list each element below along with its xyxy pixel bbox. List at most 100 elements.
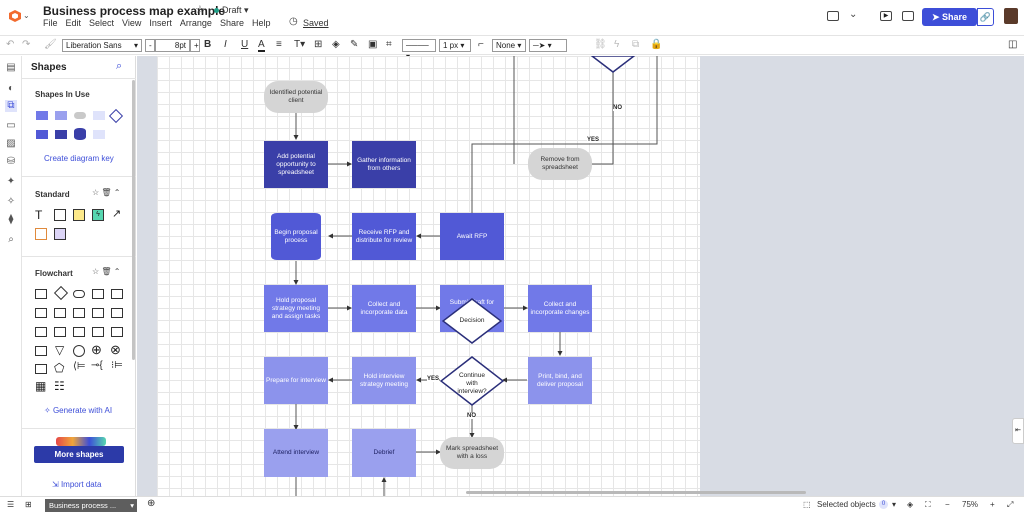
process-add-opportunity[interactable]: Add potential opportunity to spreadsheet: [264, 141, 328, 188]
import-data-link[interactable]: ⇲ Import data: [52, 480, 101, 489]
storage-shape-icon[interactable]: [111, 308, 123, 318]
diagram-canvas[interactable]: NO YES YES NO Identified potential clien…: [137, 56, 1024, 496]
process-gather-information[interactable]: Gather information from others: [352, 141, 416, 188]
database-begin-proposal[interactable]: Begin proposal process: [271, 213, 321, 260]
copy-link-icon[interactable]: 🔗: [977, 8, 994, 26]
shapes-icon[interactable]: ◐: [7, 83, 15, 94]
chevron-down-icon[interactable]: ⌄: [849, 9, 858, 20]
format-painter-icon[interactable]: 🖌: [44, 39, 57, 50]
menu-edit[interactable]: Edit: [65, 18, 82, 28]
menu-select[interactable]: Select: [89, 18, 115, 28]
font-family-select[interactable]: Liberation Sans▾: [62, 39, 142, 52]
connector-shape-icon[interactable]: [73, 345, 85, 357]
magic-icon[interactable]: ✧: [6, 196, 16, 207]
database-shape-icon[interactable]: [92, 308, 104, 318]
draft-status[interactable]: Draft ▾: [214, 5, 249, 16]
bracket-shape-icon[interactable]: ⁝⊨: [111, 360, 123, 371]
swatch-rect-faint[interactable]: [93, 130, 105, 139]
search-shapes-icon[interactable]: ⌕: [8, 234, 14, 245]
rectangle-shape-icon[interactable]: [54, 209, 66, 221]
layers-icon[interactable]: ◈: [907, 500, 914, 509]
arrow-end-select[interactable]: ─➤ ▾: [529, 39, 567, 52]
document-title[interactable]: Business process map example: [43, 4, 226, 18]
swatch-rect-mid[interactable]: [36, 130, 48, 139]
line-shape-icon[interactable]: ↗: [112, 208, 122, 220]
process-print-deliver[interactable]: Print, bind, and deliver proposal: [528, 357, 592, 404]
terminal-remove-from-spreadsheet[interactable]: Remove from spreadsheet: [528, 148, 592, 180]
chevron-down-icon[interactable]: ⌄: [23, 11, 30, 20]
data-icon[interactable]: ⛁: [6, 156, 16, 167]
menu-view[interactable]: View: [122, 18, 142, 28]
or-shape-icon[interactable]: ⊗: [110, 342, 121, 357]
list-shape-icon[interactable]: ☷: [54, 379, 65, 393]
manual-input-shape-icon[interactable]: [35, 308, 47, 318]
process-attend-interview[interactable]: Attend interview: [264, 429, 328, 477]
horizontal-scrollbar[interactable]: [466, 491, 806, 494]
collapse-panel-handle[interactable]: ⇤: [1012, 418, 1024, 444]
frame-shape-icon[interactable]: [54, 228, 66, 240]
list-view-icon[interactable]: ☰: [7, 500, 15, 509]
swatch-rect-light[interactable]: [36, 111, 48, 120]
more-shapes-button[interactable]: More shapes: [34, 446, 124, 463]
font-size-input[interactable]: 8pt: [155, 39, 190, 52]
process-collect-changes[interactable]: Collect and incorporate changes: [528, 285, 592, 332]
star-icon[interactable]: ☆: [195, 4, 205, 16]
image-icon[interactable]: ▨: [6, 138, 16, 149]
menu-file[interactable]: File: [43, 18, 58, 28]
note-shape-icon[interactable]: [73, 209, 85, 221]
link-icon[interactable]: ⛓: [594, 39, 607, 50]
terminator-shape-icon[interactable]: [73, 290, 85, 298]
menu-help[interactable]: Help: [251, 18, 271, 28]
list-shape-icon[interactable]: [35, 228, 47, 240]
terminal-identified-client[interactable]: Identified potential client: [264, 81, 328, 113]
annotation-shape-icon[interactable]: ⟨⊨: [73, 361, 86, 372]
integrations-icon[interactable]: ⧫: [8, 214, 14, 225]
layer-icon[interactable]: ⧉: [632, 39, 640, 50]
grid-view-icon[interactable]: ⊞: [25, 500, 32, 509]
present-icon[interactable]: ▶: [880, 11, 892, 21]
arrow-start-select[interactable]: None ▾: [492, 39, 526, 52]
sort-shape-icon[interactable]: [35, 364, 47, 374]
menu-share[interactable]: Share: [219, 18, 244, 28]
lightning-shape-icon[interactable]: ϟ: [92, 209, 104, 221]
panel-scrollbar[interactable]: [132, 80, 135, 360]
font-size-increase[interactable]: +: [190, 39, 200, 52]
font-size-decrease[interactable]: -: [145, 39, 155, 52]
saved-status[interactable]: Saved: [303, 18, 329, 28]
zoom-in-button[interactable]: +: [990, 500, 995, 509]
diagram-page[interactable]: NO YES YES NO Identified potential clien…: [157, 56, 700, 496]
text-options-icon[interactable]: T▾: [294, 39, 306, 50]
app-logo-icon[interactable]: [8, 9, 22, 23]
swatch-diamond[interactable]: [108, 108, 124, 124]
zoom-out-button[interactable]: −: [945, 500, 950, 509]
menu-arrange[interactable]: Arrange: [179, 18, 212, 28]
fullscreen-icon[interactable]: ⛶: [925, 500, 931, 509]
process-receive-rfp[interactable]: Receive RFP and distribute for review: [352, 213, 416, 260]
process-prepare-interview[interactable]: Prepare for interview: [264, 357, 328, 404]
line-style-select[interactable]: ──── ▾: [402, 39, 436, 61]
process-shape-icon[interactable]: [35, 289, 47, 299]
text-color-button[interactable]: A: [258, 39, 265, 52]
line-color-icon[interactable]: ✎: [350, 39, 359, 50]
terminal-mark-loss[interactable]: Mark spreadsheet with a loss: [440, 437, 504, 469]
manual-op-shape-icon[interactable]: [92, 327, 104, 337]
avatar[interactable]: [1004, 8, 1018, 24]
section-shapes-in-use[interactable]: Shapes In Use: [35, 90, 90, 99]
data-shape-icon[interactable]: [73, 308, 85, 318]
process-debrief[interactable]: Debrief: [352, 429, 416, 477]
standard-section-actions-icon[interactable]: ☆ 🗑 ⌃: [92, 188, 121, 197]
menu-insert[interactable]: Insert: [149, 18, 172, 28]
delay-shape-icon[interactable]: [35, 327, 47, 337]
fill-color-icon[interactable]: ◈: [332, 39, 340, 50]
swatch-cylinder[interactable]: [74, 128, 86, 140]
brace-shape-icon[interactable]: ⊸{: [91, 360, 103, 371]
action-icon[interactable]: ϟ: [614, 39, 620, 50]
card-shape-icon[interactable]: [54, 327, 66, 337]
chevron-down-icon[interactable]: ▾: [892, 500, 897, 509]
shape-library-icon[interactable]: ⧉: [5, 100, 17, 112]
display-shape-icon[interactable]: [73, 327, 85, 337]
section-flowchart[interactable]: Flowchart: [35, 269, 73, 278]
swatch-rect-dark[interactable]: [55, 130, 67, 139]
preparation-shape-icon[interactable]: [54, 308, 66, 318]
swatch-terminal[interactable]: [74, 112, 86, 119]
